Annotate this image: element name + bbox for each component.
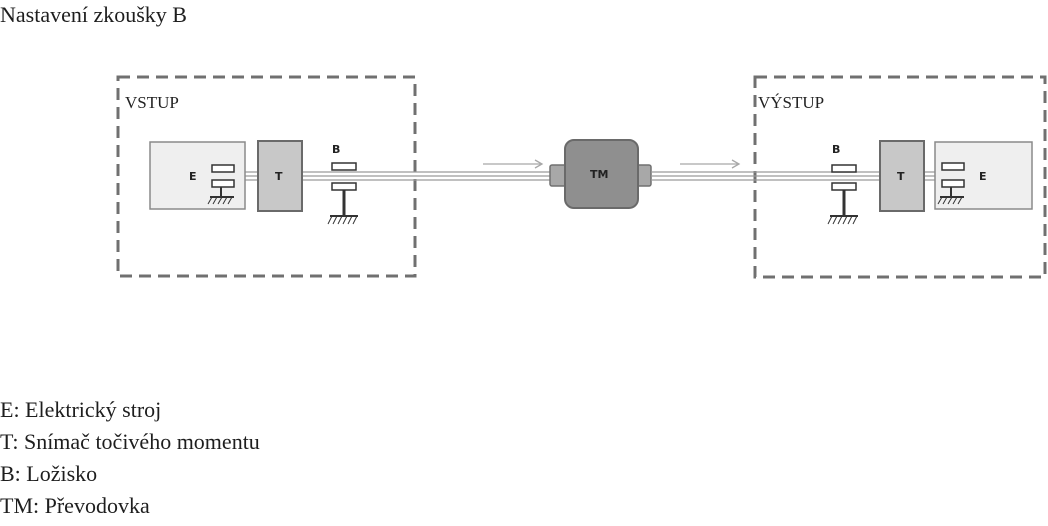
diagram-title: Nastavení zkoušky B [0, 2, 187, 27]
output-bearing: B [827, 143, 858, 225]
input-section-label: VSTUP [125, 93, 179, 112]
input-machine-label: E [189, 170, 197, 183]
input-torque-sensor: T [257, 140, 303, 212]
input-torque-label: T [275, 170, 283, 183]
input-electric-machine: E [149, 141, 246, 210]
flow-arrow-right [680, 159, 741, 169]
legend: E: Elektrický stroj T: Snímač točivého m… [0, 394, 260, 522]
output-electric-machine: E [934, 141, 1033, 210]
test-setup-diagram: VSTUP E T [116, 75, 1047, 279]
output-section-label: VÝSTUP [758, 93, 824, 112]
output-section: VÝSTUP B T [651, 75, 1047, 279]
output-section-border [753, 75, 1047, 279]
legend-item-bearing: B: Ložisko [0, 461, 98, 486]
output-torque-sensor: T [879, 140, 925, 212]
gearbox-label: TM [590, 168, 608, 181]
output-torque-label: T [897, 170, 905, 183]
legend-item-electric-machine: E: Elektrický stroj [0, 397, 162, 422]
flow-arrow-left [483, 159, 544, 169]
output-bearing-label: B [832, 143, 840, 156]
input-bearing: B [327, 143, 358, 225]
gearbox: TM [549, 139, 652, 209]
legend-item-gearbox: TM: Převodovka [0, 493, 150, 518]
legend-item-torque-sensor: T: Snímač točivého momentu [0, 429, 260, 454]
input-bearing-label: B [332, 143, 340, 156]
input-section: VSTUP E T [116, 75, 560, 278]
output-machine-label: E [979, 170, 987, 183]
